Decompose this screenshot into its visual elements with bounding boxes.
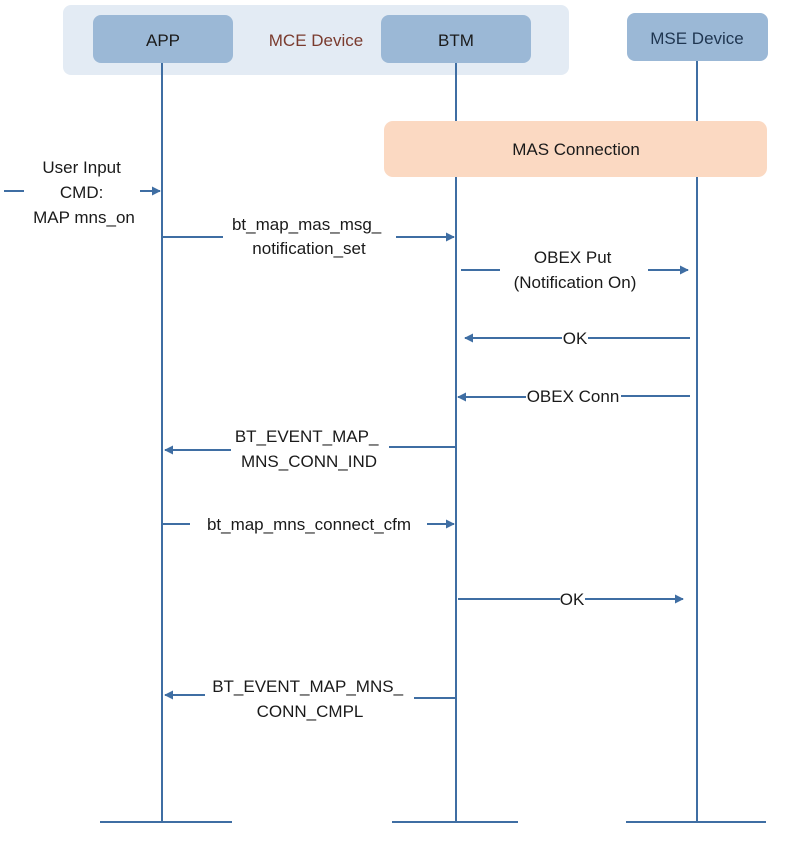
participant-btm-label: BTM [438, 31, 474, 50]
message-m2-line-2: (Notification On) [514, 273, 637, 292]
message-m5-line-2: MNS_CONN_IND [241, 452, 377, 471]
message-m6-label: bt_map_mns_connect_cfm [207, 515, 411, 534]
user-input-line-2: CMD: [60, 183, 103, 202]
mce-device-label: MCE Device [269, 31, 363, 50]
message-m1-line-2: notification_set [252, 239, 366, 258]
message-m5-line-1: BT_EVENT_MAP_ [235, 427, 379, 446]
user-input-line-1: User Input [42, 158, 121, 177]
user-input-label: User Input CMD: MAP mns_on [33, 158, 135, 227]
participant-btm-box [381, 15, 531, 63]
participant-app-box [93, 15, 233, 63]
message-m8-label: BT_EVENT_MAP_MNS_ CONN_CMPL [212, 677, 408, 721]
message-m2-line-1: OBEX Put [534, 248, 612, 267]
participant-app-label: APP [146, 31, 180, 50]
message-m3-label: OK [563, 329, 588, 348]
mas-connection-box [384, 121, 767, 177]
message-m8-line-2: CONN_CMPL [257, 702, 364, 721]
mas-connection-label: MAS Connection [512, 140, 640, 159]
message-m1-line-1: bt_map_mas_msg_ [232, 215, 382, 234]
message-m8-line-1: BT_EVENT_MAP_MNS_ [212, 677, 403, 696]
participant-mse-box [627, 13, 768, 61]
user-input-line-3: MAP mns_on [33, 208, 135, 227]
message-m4-label: OBEX Conn [527, 387, 620, 406]
participant-mse-label: MSE Device [650, 29, 744, 48]
message-m7-label: OK [560, 590, 585, 609]
message-m5-label: BT_EVENT_MAP_ MNS_CONN_IND [235, 427, 383, 471]
message-m1-label: bt_map_mas_msg_ notification_set [232, 215, 386, 258]
message-m2-label: OBEX Put (Notification On) [514, 248, 637, 292]
